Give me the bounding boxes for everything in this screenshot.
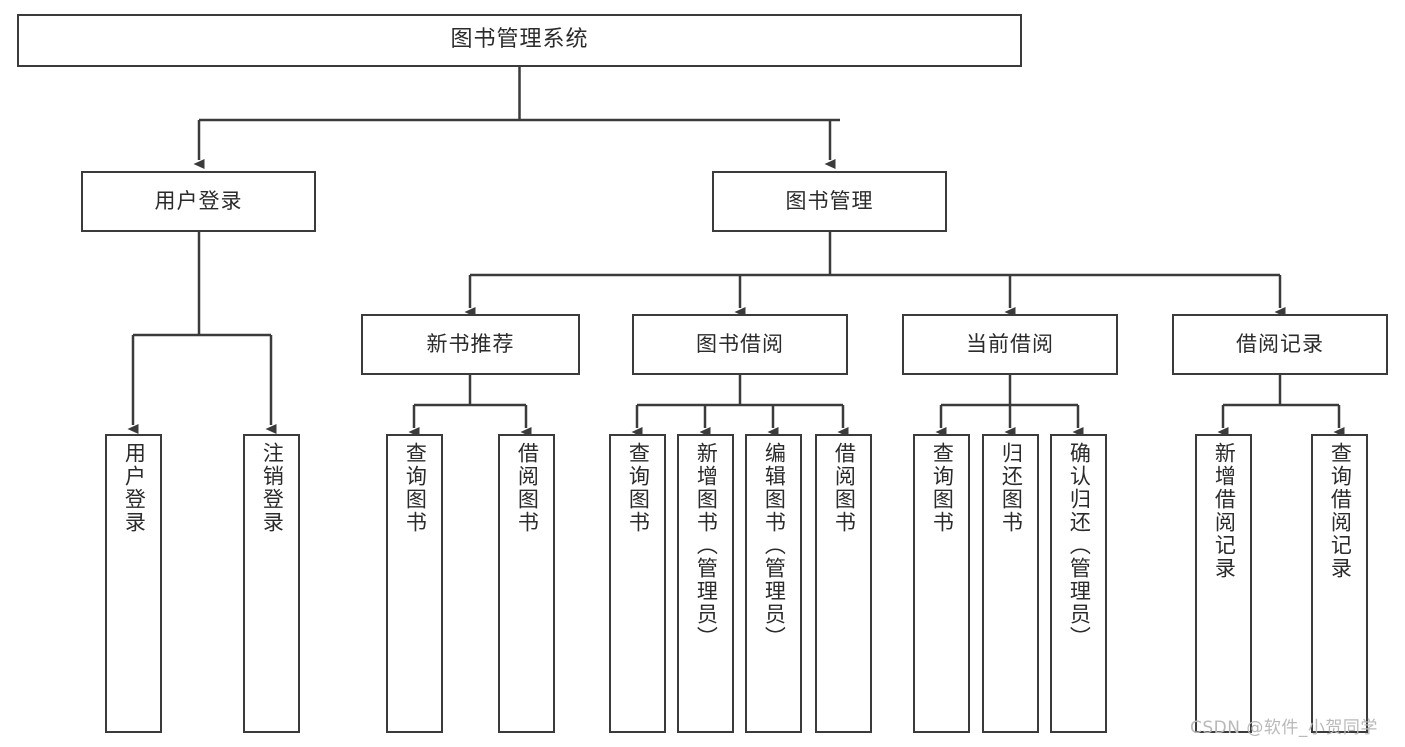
node-leaf-user-login-label: 用户登录	[122, 442, 147, 534]
node-leaf-borrow-book-2[interactable]: 借阅图书	[815, 434, 872, 733]
node-leaf-query-book-2[interactable]: 查询图书	[609, 434, 666, 733]
node-leaf-add-record[interactable]: 新增借阅记录	[1195, 434, 1252, 733]
node-leaf-query-book-1[interactable]: 查询图书	[386, 434, 443, 733]
node-leaf-edit-book-label: 编辑图书（管理员）	[762, 442, 787, 649]
node-root-label: 图书管理系统	[450, 27, 589, 53]
node-leaf-edit-book[interactable]: 编辑图书（管理员）	[745, 434, 802, 733]
node-book-borrow-label: 图书借阅	[696, 331, 784, 356]
node-leaf-borrow-book-2-label: 借阅图书	[832, 442, 857, 534]
node-leaf-add-record-label: 新增借阅记录	[1212, 442, 1237, 580]
node-book-manage-label: 图书管理	[785, 188, 874, 213]
node-leaf-query-record[interactable]: 查询借阅记录	[1311, 434, 1368, 733]
node-leaf-confirm-return[interactable]: 确认归还（管理员）	[1050, 434, 1107, 733]
node-leaf-borrow-book-1[interactable]: 借阅图书	[498, 434, 555, 733]
node-leaf-query-book-2-label: 查询图书	[626, 442, 651, 534]
node-borrow-record[interactable]: 借阅记录	[1172, 314, 1388, 375]
node-leaf-return-book-label: 归还图书	[999, 442, 1024, 534]
node-leaf-confirm-return-label: 确认归还（管理员）	[1067, 442, 1092, 649]
node-leaf-query-book-3[interactable]: 查询图书	[913, 434, 970, 733]
node-user-login-label: 用户登录	[154, 188, 243, 213]
node-leaf-return-book[interactable]: 归还图书	[982, 434, 1039, 733]
node-leaf-query-record-label: 查询借阅记录	[1328, 442, 1353, 580]
node-leaf-logout[interactable]: 注销登录	[243, 434, 300, 733]
node-new-book-recommend-label: 新书推荐	[426, 331, 515, 356]
node-book-borrow[interactable]: 图书借阅	[632, 314, 848, 375]
node-root-system[interactable]: 图书管理系统	[17, 14, 1022, 67]
node-current-borrow[interactable]: 当前借阅	[902, 314, 1118, 375]
node-new-book-recommend[interactable]: 新书推荐	[361, 314, 580, 375]
node-leaf-query-book-1-label: 查询图书	[403, 442, 428, 534]
node-leaf-borrow-book-1-label: 借阅图书	[515, 442, 540, 534]
node-leaf-query-book-3-label: 查询图书	[930, 442, 955, 534]
node-leaf-logout-label: 注销登录	[260, 442, 285, 534]
node-current-borrow-label: 当前借阅	[966, 331, 1054, 356]
node-user-login[interactable]: 用户登录	[81, 171, 316, 232]
node-book-manage[interactable]: 图书管理	[712, 171, 947, 232]
node-borrow-record-label: 借阅记录	[1236, 331, 1324, 356]
node-leaf-add-book-label: 新增图书（管理员）	[694, 442, 719, 649]
node-leaf-user-login[interactable]: 用户登录	[105, 434, 162, 733]
node-leaf-add-book[interactable]: 新增图书（管理员）	[677, 434, 734, 733]
watermark-text: CSDN @软件_小贺同学	[1190, 718, 1378, 738]
